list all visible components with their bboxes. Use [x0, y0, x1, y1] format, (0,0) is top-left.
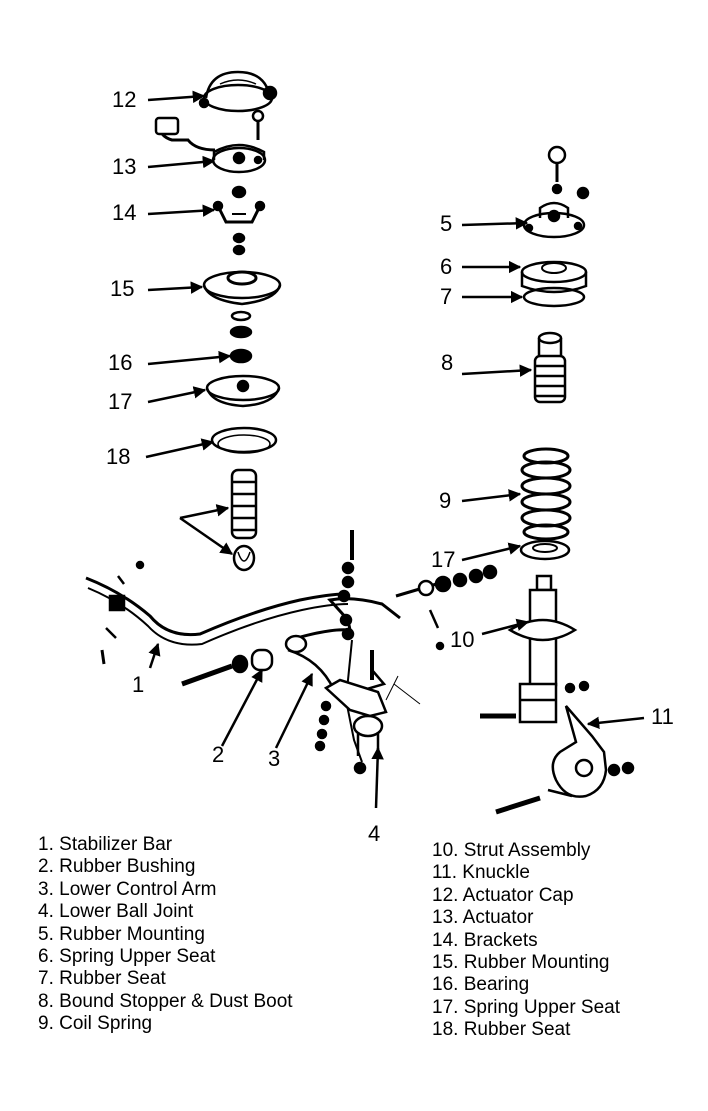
callout-6: 6: [440, 254, 453, 279]
callout-14: 14: [112, 200, 137, 225]
callout-7: 7: [440, 284, 453, 309]
rubber-mounting-part: [522, 145, 590, 239]
legend-item: 8. Bound Stopper & Dust Boot: [38, 990, 293, 1012]
callout-9: 9: [439, 488, 452, 513]
legend-item: 4. Lower Ball Joint: [38, 901, 194, 923]
brackets-part: [212, 200, 266, 224]
callout-2: 2: [212, 742, 225, 767]
legend-item: 6. Spring Upper Seat: [38, 945, 216, 967]
callout-8: 8: [441, 350, 454, 375]
legend-item: 7. Rubber Seat: [38, 968, 166, 990]
callout-13: 13: [112, 154, 137, 179]
legend-item: 15. Rubber Mounting: [432, 951, 610, 973]
legend-item: 17. Spring Upper Seat: [432, 996, 621, 1018]
bearing-part: [229, 348, 253, 364]
legend-item: 18. Rubber Seat: [432, 1019, 571, 1041]
spring-upper-seat-right-part: [519, 539, 571, 561]
legend-item: 3. Lower Control Arm: [38, 878, 217, 900]
callout-15: 15: [110, 276, 135, 301]
legend-item: 1. Stabilizer Bar: [38, 834, 173, 855]
legend-item: 2. Rubber Bushing: [38, 856, 196, 878]
spring-upper-seat-left-part: [205, 374, 281, 408]
legend-item: 5. Rubber Mounting: [38, 923, 205, 945]
callout-3: 3: [268, 746, 281, 771]
legend-item: 11. Knuckle: [432, 862, 530, 884]
callout-17-left: 17: [108, 389, 133, 414]
knuckle-part: [547, 705, 635, 798]
coil-spring-part: [520, 447, 572, 541]
callout-18: 18: [106, 444, 131, 469]
actuator-cap-part: [198, 70, 278, 113]
dust-boot-left-part: [230, 468, 258, 572]
callout-10: 10: [450, 627, 475, 652]
callout-12: 12: [112, 87, 137, 112]
legend-item: 16. Bearing: [432, 974, 530, 996]
callout-16: 16: [108, 350, 133, 375]
legend-item: 14. Brackets: [432, 929, 538, 951]
bound-stopper-dust-boot-part: [533, 331, 567, 404]
spring-upper-seat-part: [520, 260, 588, 294]
legend-item: 13. Actuator: [432, 907, 534, 929]
legend-item: 10. Strut Assembly: [432, 840, 591, 861]
callout-4: 4: [368, 821, 381, 846]
callout-5: 5: [440, 211, 453, 236]
legend-left: 1. Stabilizer Bar 2. Rubber Bushing 3. L…: [38, 834, 293, 1036]
strut-assembly-part: [507, 574, 578, 724]
legend-right: 10. Strut Assembly 11. Knuckle 12. Actua…: [432, 840, 620, 1042]
legend-item: 9. Coil Spring: [38, 1013, 153, 1035]
rubber-seat-left-part: [210, 426, 278, 454]
actuator-part: [154, 116, 267, 174]
rubber-seat-part: [522, 286, 586, 308]
callout-1: 1: [132, 672, 145, 697]
rubber-mounting-upper-part: [202, 270, 282, 306]
callout-11: 11: [651, 704, 674, 729]
callout-17-right: 17: [431, 547, 456, 572]
lower-ball-joint-part: [314, 650, 421, 775]
legend-item: 12. Actuator Cap: [432, 884, 574, 906]
stabilizer-bar-part: [85, 560, 349, 665]
